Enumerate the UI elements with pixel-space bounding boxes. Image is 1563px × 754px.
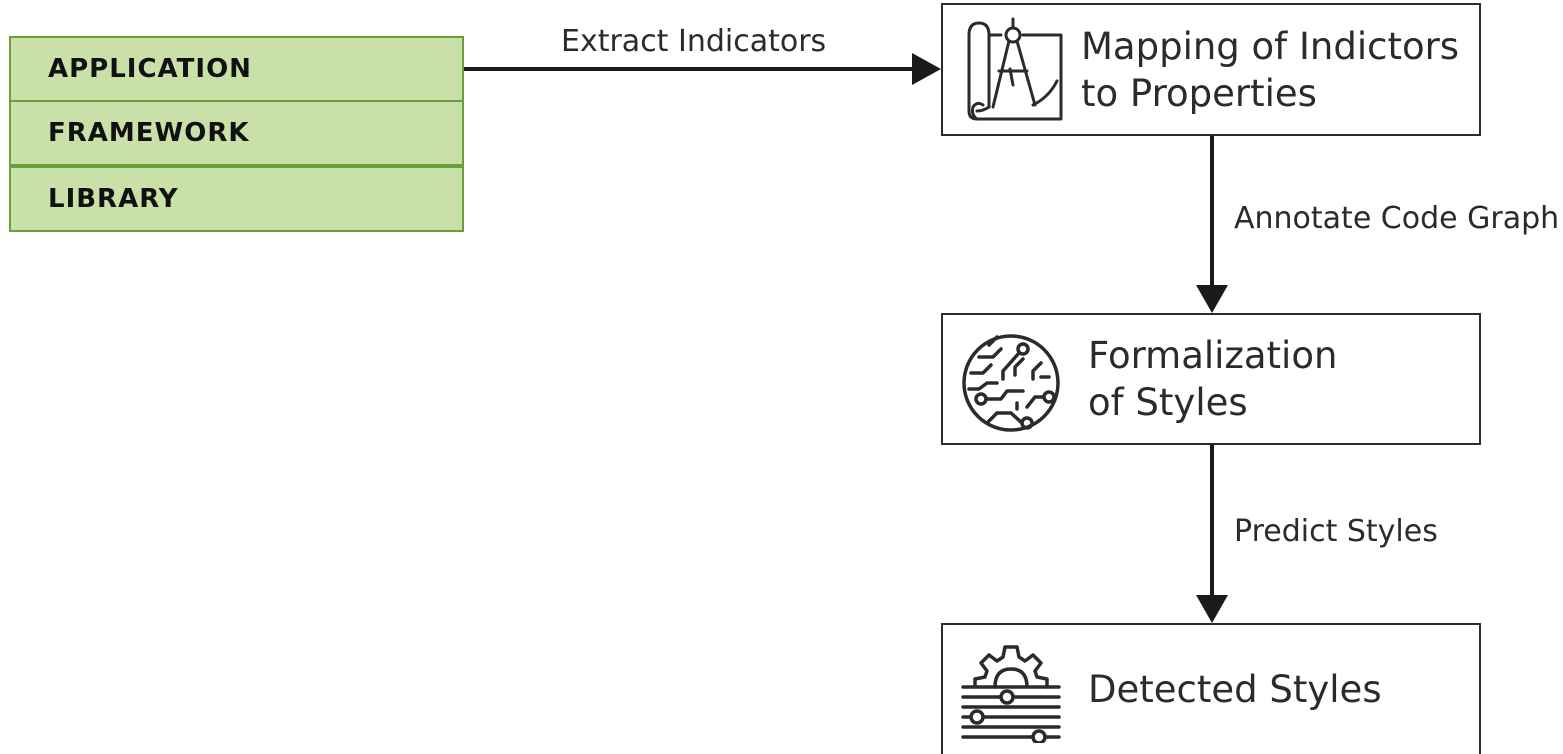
process-box-label: Detected Styles	[1088, 666, 1382, 713]
edge-label-annotate-code-graph: Annotate Code Graph	[1234, 201, 1560, 236]
arrow-extract-indicators	[464, 53, 941, 85]
layer-framework: FRAMEWORK	[9, 100, 464, 166]
arrow-annotate-code-graph	[1196, 136, 1228, 313]
gear-sliders-icon	[961, 645, 1061, 743]
label-line: Detected Styles	[1088, 668, 1382, 711]
label-line: Formalization	[1088, 334, 1338, 377]
process-box-label: Mapping of Indictors to Properties	[1081, 23, 1459, 117]
process-box-formalization: Formalization of Styles	[941, 313, 1481, 445]
label-line: of Styles	[1088, 381, 1248, 424]
layer-label: APPLICATION	[48, 54, 252, 84]
drafting-compass-blueprint-icon	[967, 17, 1063, 121]
software-layer-stack: APPLICATION FRAMEWORK LIBRARY	[9, 36, 464, 234]
label-line: to Properties	[1081, 72, 1317, 115]
circuit-brain-icon	[962, 334, 1060, 432]
process-box-mapping: Mapping of Indictors to Properties	[941, 3, 1481, 136]
process-box-detected-styles: Detected Styles	[941, 623, 1481, 754]
process-box-label: Formalization of Styles	[1088, 332, 1337, 426]
arrow-predict-styles	[1196, 445, 1228, 623]
label-line: Mapping of Indictors	[1081, 25, 1460, 68]
edge-label-predict-styles: Predict Styles	[1234, 514, 1438, 549]
layer-library: LIBRARY	[9, 166, 464, 232]
edge-label-extract-indicators: Extract Indicators	[561, 24, 827, 59]
layer-application: APPLICATION	[9, 36, 464, 102]
layer-label: FRAMEWORK	[48, 118, 250, 148]
layer-label: LIBRARY	[48, 184, 179, 214]
